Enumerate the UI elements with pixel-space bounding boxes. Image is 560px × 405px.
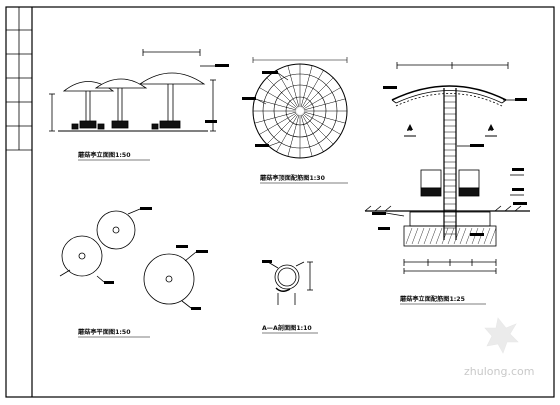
cad-line — [435, 227, 443, 245]
roof-plan-view — [242, 57, 348, 159]
cad-line — [300, 114, 313, 157]
section-detail-title: 蘑菇亭立面配筋图1:25 — [400, 295, 465, 303]
plan-title: 蘑菇亭平面图1:50 — [78, 328, 131, 336]
cad-line — [447, 227, 455, 245]
section-aa-title: A—A剖面图1:10 — [262, 324, 312, 332]
cad-line — [266, 113, 298, 145]
cad-line — [303, 87, 341, 110]
cad-line — [417, 227, 425, 245]
watermark-text: zhulong.com — [464, 365, 534, 378]
cad-line — [287, 114, 300, 157]
title-strip — [6, 7, 32, 151]
roof-plan-title: 蘑菇亭顶面配筋图1:30 — [260, 174, 326, 182]
elevation-view — [49, 49, 229, 132]
cad-line — [411, 227, 419, 245]
cad-line — [303, 98, 346, 111]
section-mark-label-right: A — [488, 126, 493, 133]
cad-line — [301, 114, 324, 152]
section-mark-left: A — [404, 124, 416, 137]
cad-line — [254, 98, 297, 111]
cad-line — [429, 227, 437, 245]
cad-line — [259, 87, 297, 110]
cad-line — [300, 65, 313, 108]
cad-line — [465, 227, 473, 245]
cad-line — [276, 114, 299, 152]
sheet-border — [5, 6, 555, 398]
cad-line — [303, 111, 346, 124]
cad-line — [266, 77, 298, 109]
cad-line — [287, 65, 300, 108]
cad-line — [254, 111, 297, 124]
section-detail-view — [364, 62, 530, 274]
cad-line — [259, 112, 297, 135]
elevation-title: 蘑菇亭立面图1:50 — [78, 151, 131, 159]
cad-line — [301, 70, 324, 108]
section-mark-right: A — [485, 124, 497, 137]
cad-line — [453, 227, 461, 245]
cad-line — [483, 227, 491, 245]
cad-line — [302, 77, 334, 109]
cad-line — [423, 227, 431, 245]
cad-line — [276, 70, 299, 108]
cad-line — [459, 227, 467, 245]
plan-view — [59, 207, 208, 310]
cad-line — [303, 112, 341, 135]
cad-line — [302, 113, 334, 145]
section-mark-label-left: A — [407, 126, 412, 133]
watermark-logo — [484, 317, 519, 354]
cad-line — [489, 227, 497, 245]
cad-line — [405, 227, 413, 245]
cad-line — [441, 227, 449, 245]
section-aa-view — [262, 260, 313, 305]
